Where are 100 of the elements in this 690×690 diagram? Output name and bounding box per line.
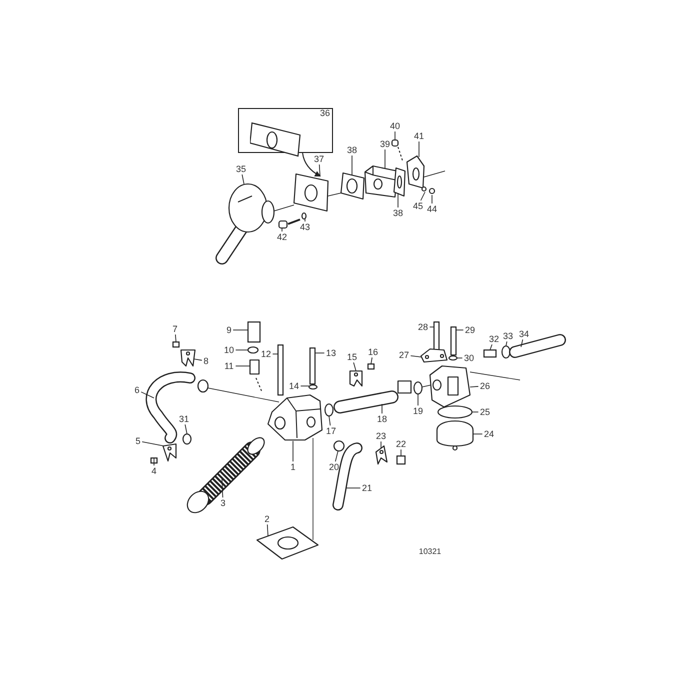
callout-number: 19 — [413, 406, 423, 416]
callout-number: 40 — [390, 121, 400, 131]
leader-line — [418, 141, 420, 158]
washer-drawing — [448, 355, 458, 361]
gasket-plate-drawing — [340, 172, 365, 200]
callout-number: 36 — [320, 108, 330, 118]
leader-line — [400, 449, 402, 456]
bracket-drawing — [420, 348, 448, 363]
sealing-ring-drawing — [437, 405, 473, 419]
stud-bolt-drawing — [309, 347, 316, 385]
stud-bolt-drawing — [277, 344, 284, 396]
washer-drawing — [247, 346, 259, 354]
nut-drawing — [428, 188, 436, 194]
leader-line — [142, 441, 164, 446]
callout-number: 11 — [224, 361, 234, 371]
clamp-drawing — [375, 445, 388, 465]
callout-number: 17 — [326, 426, 336, 436]
callout-number: 42 — [277, 232, 287, 242]
arrow — [302, 152, 321, 176]
exhaust-outlet-drawing — [216, 183, 275, 264]
washer-drawing — [308, 384, 318, 390]
sealing-ring-drawing — [324, 403, 334, 417]
callout-number: 37 — [314, 154, 324, 164]
center-line — [328, 192, 342, 196]
callout-number: 24 — [484, 429, 494, 439]
leader-line — [370, 357, 372, 364]
callout-number: 31 — [179, 414, 189, 424]
callout-number: 16 — [368, 347, 378, 357]
callout-number: 34 — [519, 329, 529, 339]
leader-line — [353, 362, 356, 372]
callout-number: 38 — [347, 145, 357, 155]
leader-line — [304, 218, 306, 222]
leader-line — [470, 386, 479, 388]
callout-number: 13 — [326, 348, 336, 358]
callout-number: 41 — [414, 131, 424, 141]
center-line — [274, 204, 294, 212]
callout-number: 21 — [362, 483, 372, 493]
bolt-drawing — [278, 218, 300, 229]
callout-number: 27 — [399, 350, 409, 360]
gasket-drawing — [256, 526, 319, 560]
leader-line — [266, 524, 268, 536]
clamp-drawing — [180, 349, 196, 367]
callout-number: 30 — [464, 353, 474, 363]
callout-number: 22 — [396, 439, 406, 449]
callout-number: 26 — [480, 381, 490, 391]
leader-line — [318, 164, 320, 176]
callout-number: 44 — [427, 204, 437, 214]
bolt-drawing — [367, 363, 375, 370]
sealing-ring-drawing — [501, 345, 511, 359]
leader-line — [292, 440, 294, 462]
callout-number: 2 — [264, 514, 270, 524]
leader-line — [410, 355, 422, 358]
callout-number: 7 — [172, 324, 178, 334]
pipe-drawing — [334, 380, 412, 414]
sensor-drawing — [249, 359, 262, 392]
leader-line — [328, 416, 331, 426]
sealing-ring-drawing — [333, 440, 345, 452]
leader-line — [394, 131, 396, 140]
callout-number: 25 — [480, 407, 490, 417]
washer-drawing — [421, 186, 427, 192]
callout-number: 8 — [204, 356, 208, 366]
bolt-drawing — [150, 457, 158, 464]
callout-number: 28 — [418, 322, 428, 332]
callout-number: 18 — [377, 414, 387, 424]
callout-number: 39 — [380, 139, 390, 149]
bolt-drawing — [396, 455, 406, 465]
leader-line — [242, 174, 244, 184]
callout-number: 29 — [465, 325, 475, 335]
callout-number: 12 — [261, 349, 271, 359]
callout-number: 15 — [347, 352, 357, 362]
leader-line — [506, 341, 508, 346]
bolt-drawing — [450, 326, 457, 356]
bolt-drawing — [391, 139, 404, 162]
leader-line — [429, 326, 434, 328]
leader-line — [384, 149, 386, 168]
pipe-drawing — [247, 321, 261, 343]
center-line — [470, 372, 520, 380]
thermostat-housing-drawing — [429, 365, 471, 408]
callout-number: 32 — [489, 334, 499, 344]
leader-line — [490, 344, 492, 350]
hose-drawing — [146, 372, 209, 444]
leader-line — [222, 478, 224, 498]
callout-number: 4 — [152, 466, 156, 476]
leader-line — [380, 441, 382, 448]
clamp-drawing — [349, 370, 363, 387]
leader-line — [175, 334, 176, 342]
exhaust-manifold-drawing — [267, 394, 323, 441]
drawing-number: 10321 — [418, 546, 442, 558]
center-line — [312, 438, 314, 540]
callout-number: 10 — [224, 345, 234, 355]
leader-line — [334, 450, 338, 462]
callout-number: 23 — [376, 431, 386, 441]
sealing-ring-drawing — [182, 433, 192, 445]
leader-line — [314, 352, 325, 354]
washer-drawing — [301, 212, 307, 220]
leader-line — [184, 424, 188, 434]
leader-line — [520, 339, 524, 348]
bolt-drawing — [172, 341, 180, 348]
gasket-plate-drawing — [393, 167, 406, 197]
callout-number: 45 — [413, 201, 423, 211]
